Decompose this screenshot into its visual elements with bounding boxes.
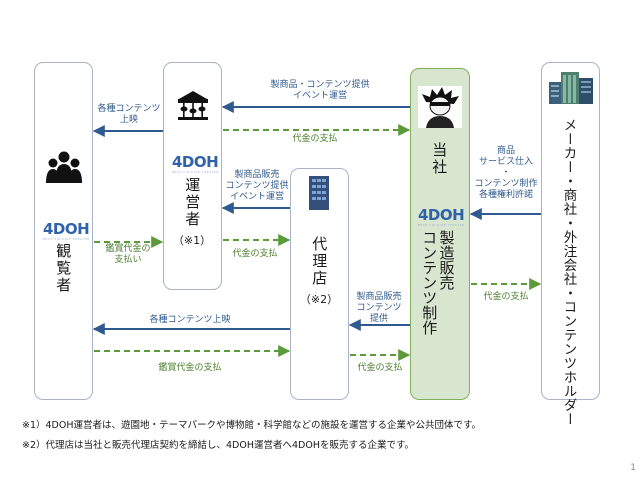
company-role: 製造販売 コンテンツ制作 — [420, 230, 456, 335]
label-company-to-agency: 製商品販売 コンテンツ 提供 — [356, 292, 402, 324]
makers-box — [541, 62, 600, 400]
viewer-title: 観覧者 — [54, 243, 73, 294]
label-viewer-to-agency-pay: 鑑賞代金の支払 — [158, 363, 222, 373]
label-company-to-makers-pay: 代金の支払 — [483, 292, 529, 302]
person-icon — [418, 86, 462, 132]
footnote-2: ※2）代理店は当社と販売代理店契約を締結し、4DOH運営者へ4DOHを販売する企… — [22, 440, 415, 451]
label-agency-to-company-pay: 代金の支払 — [357, 363, 403, 373]
label-agency-to-operator: 製商品販売 コンテンツ提供 イベント運営 — [225, 170, 289, 202]
operator-title: 運営者 — [183, 177, 202, 228]
agency-title: 代理店 — [310, 236, 329, 287]
building-icon — [307, 176, 331, 214]
label-operator-to-viewer: 各種コンテンツ 上映 — [97, 104, 161, 125]
label-makers-to-company: 商品 サービス仕入 ・ コンテンツ制作 各種権利許諾 — [474, 146, 538, 200]
label-company-to-operator: 製商品・コンテンツ提供 イベント運営 — [270, 80, 370, 101]
label-agency-to-viewer: 各種コンテンツ上映 — [149, 315, 231, 325]
carousel-icon — [175, 88, 211, 128]
people-icon — [45, 150, 83, 188]
label-viewer-to-operator-pay: 鑑賞代金の 支払い — [105, 244, 151, 265]
skyscraper-icon — [549, 72, 593, 108]
footnote-1: ※1）4DOH運営者は、遊園地・テーマパークや博物館・科学館などの施設を運営する… — [22, 420, 482, 431]
makers-title: メーカー・商社・外注会社・コンテンツホルダー — [560, 118, 577, 426]
operator-note: （※1） — [172, 234, 212, 247]
label-operator-to-company-pay: 代金の支払 — [292, 134, 338, 144]
company-title: 当社 — [430, 142, 449, 176]
viewer-box — [34, 62, 93, 400]
label-operator-to-agency-pay: 代金の支払 — [232, 249, 278, 259]
page-number: 1 — [630, 463, 636, 473]
agency-note: （※2） — [299, 293, 339, 306]
